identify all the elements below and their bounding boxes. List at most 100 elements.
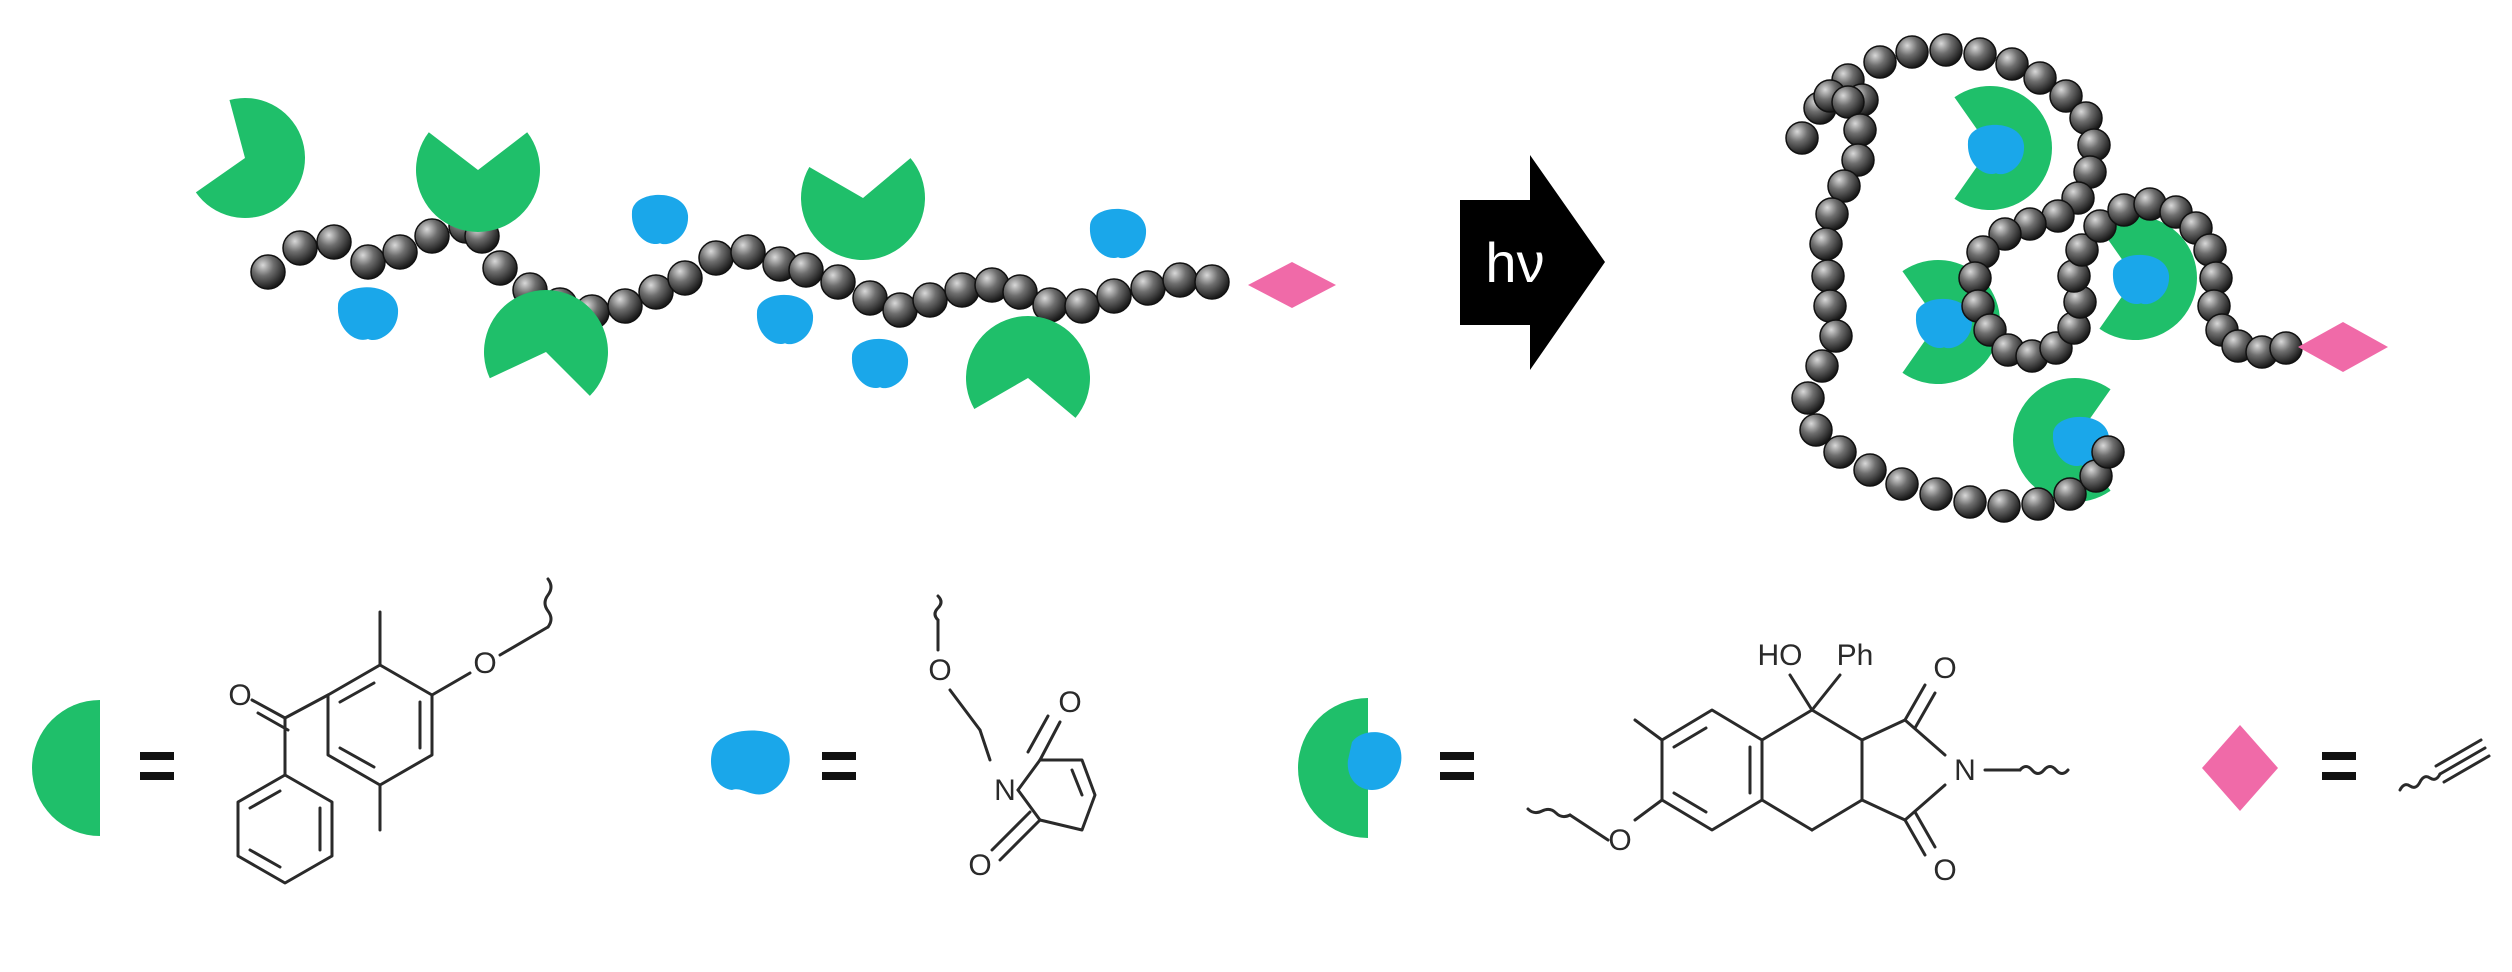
polymer-bead [2193, 233, 2227, 267]
polymer-bead [1831, 85, 1865, 119]
polymer-bead [1895, 35, 1929, 69]
blob-icon [710, 730, 790, 795]
atom-label-phenyl: Ph [1837, 639, 1874, 672]
polymer-bead [667, 260, 703, 296]
polymer-bead [2083, 209, 2117, 243]
polymer-bead [2049, 79, 2083, 113]
linear-polymer-pendants [195, 98, 1147, 418]
arrow-shape [1460, 155, 1605, 370]
atom-label-nitrogen: N [1954, 754, 1976, 787]
polymer-bead [1953, 485, 1987, 519]
polymer-bead [852, 280, 888, 316]
polymer-bead [944, 272, 980, 308]
polymer-bead [1987, 489, 2021, 523]
linear-polymer [195, 98, 1336, 418]
atom-label-oxygen: O [473, 647, 496, 680]
pacman-wedge-icon [32, 700, 100, 836]
polymer-bead [882, 292, 918, 328]
polymer-bead [1791, 381, 1825, 415]
maleimide-blob [631, 194, 689, 245]
maleimide-structure: O N O O [928, 594, 1097, 882]
polymer-bead [482, 250, 518, 286]
polymer-bead [1823, 435, 1857, 469]
polymer-bead [1815, 197, 1849, 231]
equals-sign-bar [140, 752, 174, 760]
polymer-bead [1811, 259, 1845, 293]
linear-chain-end-diamond [1248, 262, 1336, 308]
equals-sign-bar [822, 752, 856, 760]
maleimide-blob [337, 287, 399, 341]
polymer-bead [1194, 264, 1230, 300]
polymer-bead [638, 274, 674, 310]
collapsed-polymer [1785, 33, 2388, 523]
arrow-label: hν [1485, 231, 1544, 294]
polymer-bead [382, 234, 418, 270]
benzophenone-wedge [416, 132, 541, 233]
polymer-bead [2269, 331, 2303, 365]
polymer-bead [1096, 278, 1132, 314]
adduct-blob [1967, 124, 2025, 175]
equals-sign-bar [1440, 772, 1474, 780]
polymer-bead [698, 240, 734, 276]
equals-sign-bar [2322, 772, 2356, 780]
atom-label-hydroxyl: HO [1758, 639, 1803, 672]
maleimide-blob [1089, 208, 1147, 259]
polymer-bead [2065, 233, 2099, 267]
atom-label-nitrogen: N [994, 774, 1016, 807]
atom-label-oxygen: O [928, 654, 951, 687]
legend-benzophenone: O O [32, 577, 553, 885]
polymer-bead [912, 282, 948, 318]
polymer-bead [2021, 487, 2055, 521]
polymer-bead [1799, 413, 1833, 447]
atom-label-oxygen: O [228, 679, 251, 712]
atom-label-oxygen: O [968, 849, 991, 882]
coil-chain-end-diamond [2298, 322, 2388, 372]
polymer-bead [1885, 467, 1919, 501]
polymer-bead [414, 218, 450, 254]
polymer-bead [1162, 262, 1198, 298]
polymer-bead [1827, 169, 1861, 203]
polymer-bead [1841, 143, 1875, 177]
polymer-bead [730, 234, 766, 270]
polymer-bead [316, 224, 352, 260]
maleimide-blob [756, 294, 814, 345]
polymer-bead [788, 252, 824, 288]
polymer-bead [1805, 349, 1839, 383]
equals-sign-bar [1440, 752, 1474, 760]
polymer-bead [2091, 435, 2125, 469]
polymer-bead [2023, 61, 2057, 95]
legend-maleimide: O N O O [710, 594, 1097, 882]
polymer-bead [282, 230, 318, 266]
polymer-bead [1785, 121, 1819, 155]
atom-label-oxygen: O [1933, 652, 1956, 685]
equals-sign-bar [140, 772, 174, 780]
equals-sign-bar [2322, 752, 2356, 760]
polymer-bead [1919, 477, 1953, 511]
legend-alkyne [2202, 725, 2491, 811]
atom-label-oxygen: O [1608, 824, 1631, 857]
cycloadduct-structure: HO Ph O N O O [1526, 639, 2070, 887]
polymer-bead [1988, 217, 2022, 251]
polymer-bead [1853, 453, 1887, 487]
benzophenone-wedge [965, 316, 1090, 418]
maleimide-blob [851, 338, 909, 389]
diamond-icon [2202, 725, 2278, 811]
wedge-blob-adduct-icon [1298, 698, 1402, 838]
polymer-bead [1809, 227, 1843, 261]
collapsed-polymer-adducts [1902, 85, 2197, 503]
atom-label-oxygen: O [1933, 854, 1956, 887]
polymer-bead [1819, 319, 1853, 353]
polymer-bead [1843, 113, 1877, 147]
legend-cycloadduct: HO Ph O N O O [1298, 639, 2070, 887]
polymer-bead [1958, 261, 1992, 295]
benzophenone-structure: O O [228, 577, 553, 885]
polymer-bead [1130, 270, 1166, 306]
polymer-bead [607, 288, 643, 324]
collapsed-polymer-beads [1785, 33, 2303, 523]
benzophenone-wedge [801, 158, 925, 260]
polymer-bead [1995, 47, 2029, 81]
benzophenone-wedge [484, 290, 608, 396]
polymer-bead [1064, 288, 1100, 324]
polymer-bead [1863, 45, 1897, 79]
polymer-bead [820, 264, 856, 300]
